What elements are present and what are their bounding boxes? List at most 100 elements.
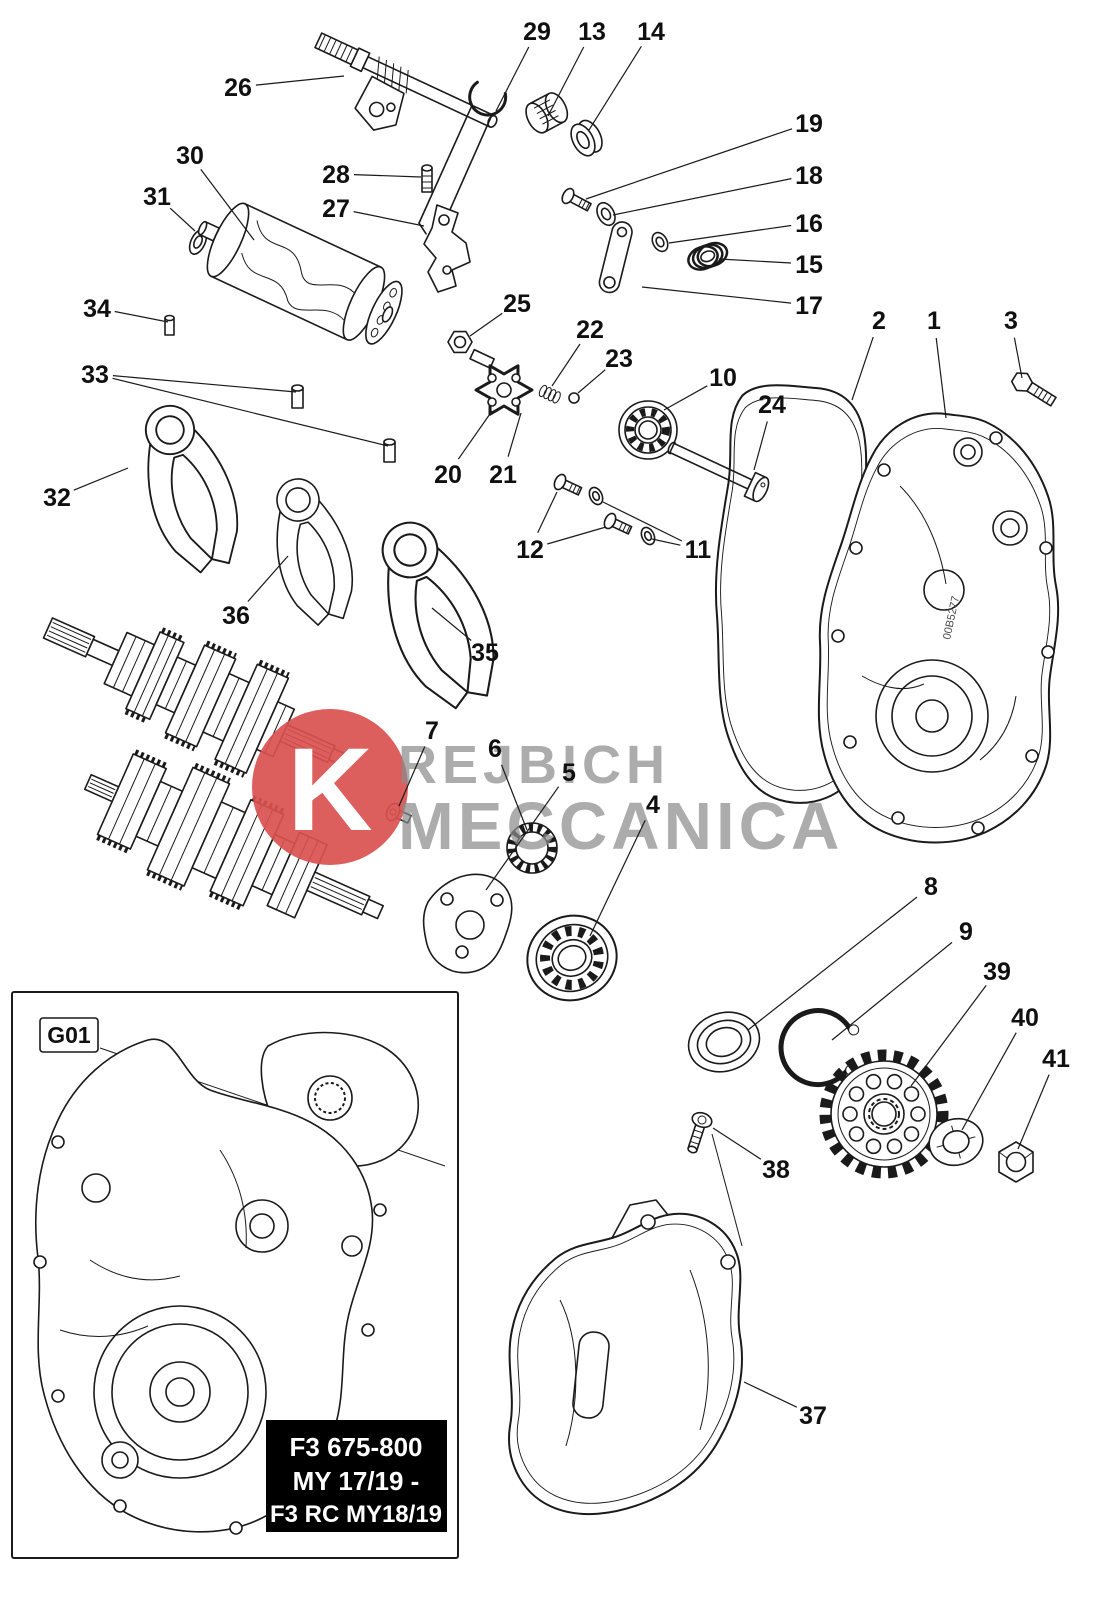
part-number-24: 24 [758, 391, 786, 419]
part-39-sprocket [819, 1049, 949, 1179]
part-33-pins [291, 384, 396, 463]
leader-line-20 [457, 410, 493, 460]
g01-label-box [39, 1017, 99, 1053]
part-number-13: 13 [578, 18, 606, 46]
part-4-ball-bearing [526, 914, 618, 1002]
leader-line-2 [851, 336, 874, 401]
part-number-8: 8 [924, 873, 938, 901]
part-number-18: 18 [795, 162, 823, 190]
callout-26: 26 [224, 74, 345, 102]
callout-16: 16 [668, 210, 823, 244]
leader-line-40 [961, 1032, 1017, 1131]
callout-1: 1 [927, 307, 947, 419]
inset-g01: G01 [11, 991, 459, 1559]
part-number-16: 16 [795, 210, 823, 238]
part-13-needle-bearing [525, 92, 569, 134]
part-number-6: 6 [488, 735, 502, 763]
part-34-pin [164, 314, 175, 336]
callout-12: 12 [516, 491, 607, 564]
part-32-shift-fork [123, 393, 254, 582]
callout-34: 34 [83, 295, 169, 323]
callout-37: 37 [743, 1381, 827, 1430]
leader-line-9 [831, 941, 953, 1041]
part-40-lock-washer [928, 1117, 984, 1167]
caption-line-2: MY 17/19 - [293, 1466, 420, 1496]
leader-line-15 [718, 258, 792, 264]
leader-line-7 [398, 746, 426, 807]
part-18-washer [596, 201, 616, 227]
part-number-26: 26 [224, 74, 252, 102]
callout-31: 31 [143, 183, 196, 232]
leader-line-24 [753, 421, 768, 471]
leader-line-21 [507, 412, 522, 457]
leader-line-34 [114, 310, 169, 323]
leader-line-39 [910, 985, 987, 1087]
leader-line-33 [112, 377, 389, 447]
part-25-nut [447, 330, 473, 354]
leader-line-23 [577, 369, 606, 394]
callout-24: 24 [753, 391, 786, 471]
part-16-washer [651, 231, 669, 253]
leader-line-35 [431, 607, 472, 641]
callout-8: 8 [747, 873, 938, 1031]
callout-30: 30 [176, 142, 255, 241]
inset-crankcase-drawing [33, 1031, 420, 1535]
part-number-5: 5 [562, 759, 576, 787]
leader-line-27 [353, 211, 425, 227]
leader-line-4 [589, 819, 646, 937]
part-41-nut [998, 1141, 1034, 1183]
leader-line-31 [169, 207, 196, 232]
callout-23: 23 [577, 345, 633, 394]
part-number-11: 11 [685, 536, 712, 564]
part-30-shift-drum [197, 202, 403, 345]
gear-shaft-input [42, 617, 349, 778]
part-1-clutch-cover: 00B5277 [817, 412, 1060, 844]
leader-line-1 [935, 337, 947, 419]
leader-line-8 [747, 896, 918, 1031]
callout-13: 13 [547, 18, 606, 117]
leader-line-19 [585, 128, 793, 200]
leader-line-16 [668, 224, 792, 244]
callout-21: 21 [489, 412, 522, 489]
part-number-21: 21 [489, 461, 517, 489]
part-number-34: 34 [83, 295, 111, 323]
leader-line-41 [1017, 1074, 1050, 1150]
part-number-40: 40 [1011, 1004, 1039, 1032]
part-11-washers [588, 486, 656, 546]
part-12-screws [553, 473, 633, 535]
part-6-needle-bearing [506, 822, 558, 874]
leader-line-38 [712, 1127, 762, 1160]
part-number-27: 27 [322, 195, 350, 223]
leader-line-25 [469, 312, 503, 337]
callout-36: 36 [222, 555, 289, 630]
part-number-20: 20 [434, 461, 462, 489]
part-24-shaft [667, 441, 770, 503]
part-number-3: 3 [1004, 307, 1018, 335]
part-number-38: 38 [762, 1156, 790, 1184]
part-number-41: 41 [1042, 1045, 1070, 1073]
leader-line-6 [500, 764, 528, 831]
leader-line-12 [537, 491, 558, 533]
callout-11: 11 [602, 501, 712, 564]
part-number-30: 30 [176, 142, 204, 170]
g01-label: G01 [47, 1022, 91, 1048]
callout-10: 10 [663, 364, 737, 411]
part-number-7: 7 [425, 717, 439, 745]
callout-3: 3 [1004, 307, 1023, 379]
part-23-ball [568, 392, 580, 404]
part-number-36: 36 [222, 602, 250, 630]
part-5-retainer-plate [422, 873, 513, 974]
part-38-bolt [687, 1111, 713, 1154]
callout-19: 19 [585, 110, 823, 200]
leader-line-28 [353, 174, 422, 178]
part-14-seal [570, 119, 603, 157]
leader-line-29 [495, 46, 530, 112]
leader-line-36 [247, 555, 289, 602]
callout-6: 6 [488, 735, 528, 831]
part-36-shift-fork [257, 469, 366, 632]
callout-28: 28 [322, 161, 422, 189]
part-number-32: 32 [43, 484, 71, 512]
watermark-logo-letter: K [287, 724, 372, 856]
